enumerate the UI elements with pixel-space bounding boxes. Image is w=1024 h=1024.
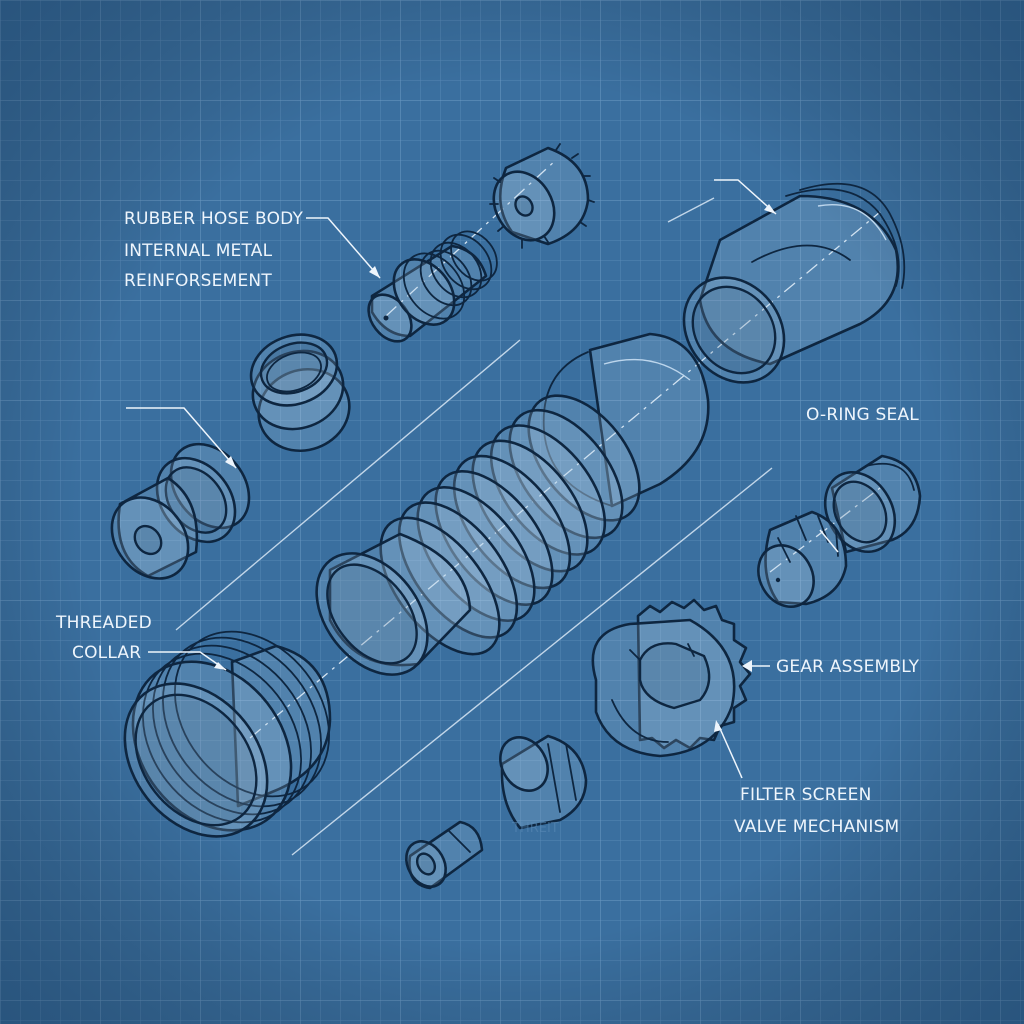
watermark: THREIT [511, 821, 559, 836]
label-valve-mechanism: VALVE MECHANISM [734, 817, 899, 837]
label-internal-metal-line1: INTERNAL METAL [124, 241, 273, 261]
gear-assembly-part [591, 598, 752, 758]
leader-lines [126, 179, 839, 779]
small-nut [489, 143, 595, 249]
large-coupler [682, 182, 906, 384]
threaded-collar-part [123, 630, 332, 838]
ring-washer-pair [110, 442, 251, 580]
o-ring-seal-part [823, 454, 922, 554]
label-threaded-line2: COLLAR [72, 643, 141, 663]
label-internal-metal-line2: REINFORSEMENT [124, 271, 272, 291]
main-hose-body [315, 332, 710, 676]
small-bushing [405, 820, 484, 890]
label-gear-assembly: GEAR ASSEMBLY [776, 657, 920, 677]
valve-cartridge [757, 510, 848, 608]
label-threaded-line1: THREADED [55, 613, 152, 633]
small-sleeve [499, 734, 588, 830]
label-filter-screen: FILTER SCREEN [740, 785, 872, 805]
label-o-ring-seal: O-RING SEAL [806, 405, 919, 425]
valve-stem [367, 230, 498, 343]
label-rubber-hose-body: RUBBER HOSE BODY [124, 209, 304, 229]
bellows-ring [249, 333, 351, 453]
labels: RUBBER HOSE BODY INTERNAL METAL REINFORS… [55, 209, 920, 837]
